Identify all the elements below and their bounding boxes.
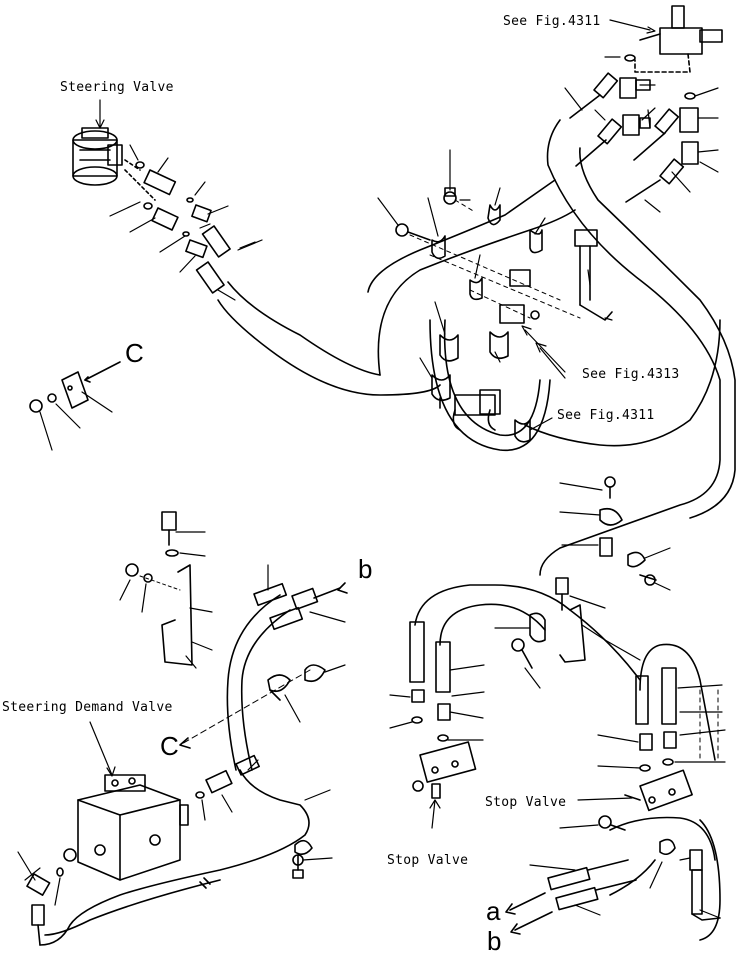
callout-a-bottom: a [486,896,501,926]
clamps-center [395,187,613,443]
stop-valve-right-part [505,667,721,935]
label-steering-valve: Steering Valve [60,80,174,95]
label-see-fig-4311-mid: See Fig.4311 [557,408,655,423]
leader-lines [17,19,726,919]
bracket-left-part [125,511,348,749]
steering-valve-part [72,127,231,294]
callout-b-upper: b [358,554,373,584]
callout-c-lower: C [160,731,179,761]
stop-valve-center-part [409,476,657,799]
label-stop-valve-center: Stop Valve [387,853,469,868]
cover-plate-part [29,361,121,413]
callout-b-bottom: b [487,926,502,956]
top-right-fittings [569,5,723,203]
label-see-fig-4311-top: See Fig.4311 [503,14,601,29]
label-see-fig-4313: See Fig.4313 [582,367,680,382]
hose-lines [39,119,736,946]
label-steering-demand-valve: Steering Demand Valve [2,700,173,715]
steering-demand-valve-part [26,754,313,946]
callout-c-upper: C [125,338,144,368]
label-stop-valve-right: Stop Valve [485,795,567,810]
